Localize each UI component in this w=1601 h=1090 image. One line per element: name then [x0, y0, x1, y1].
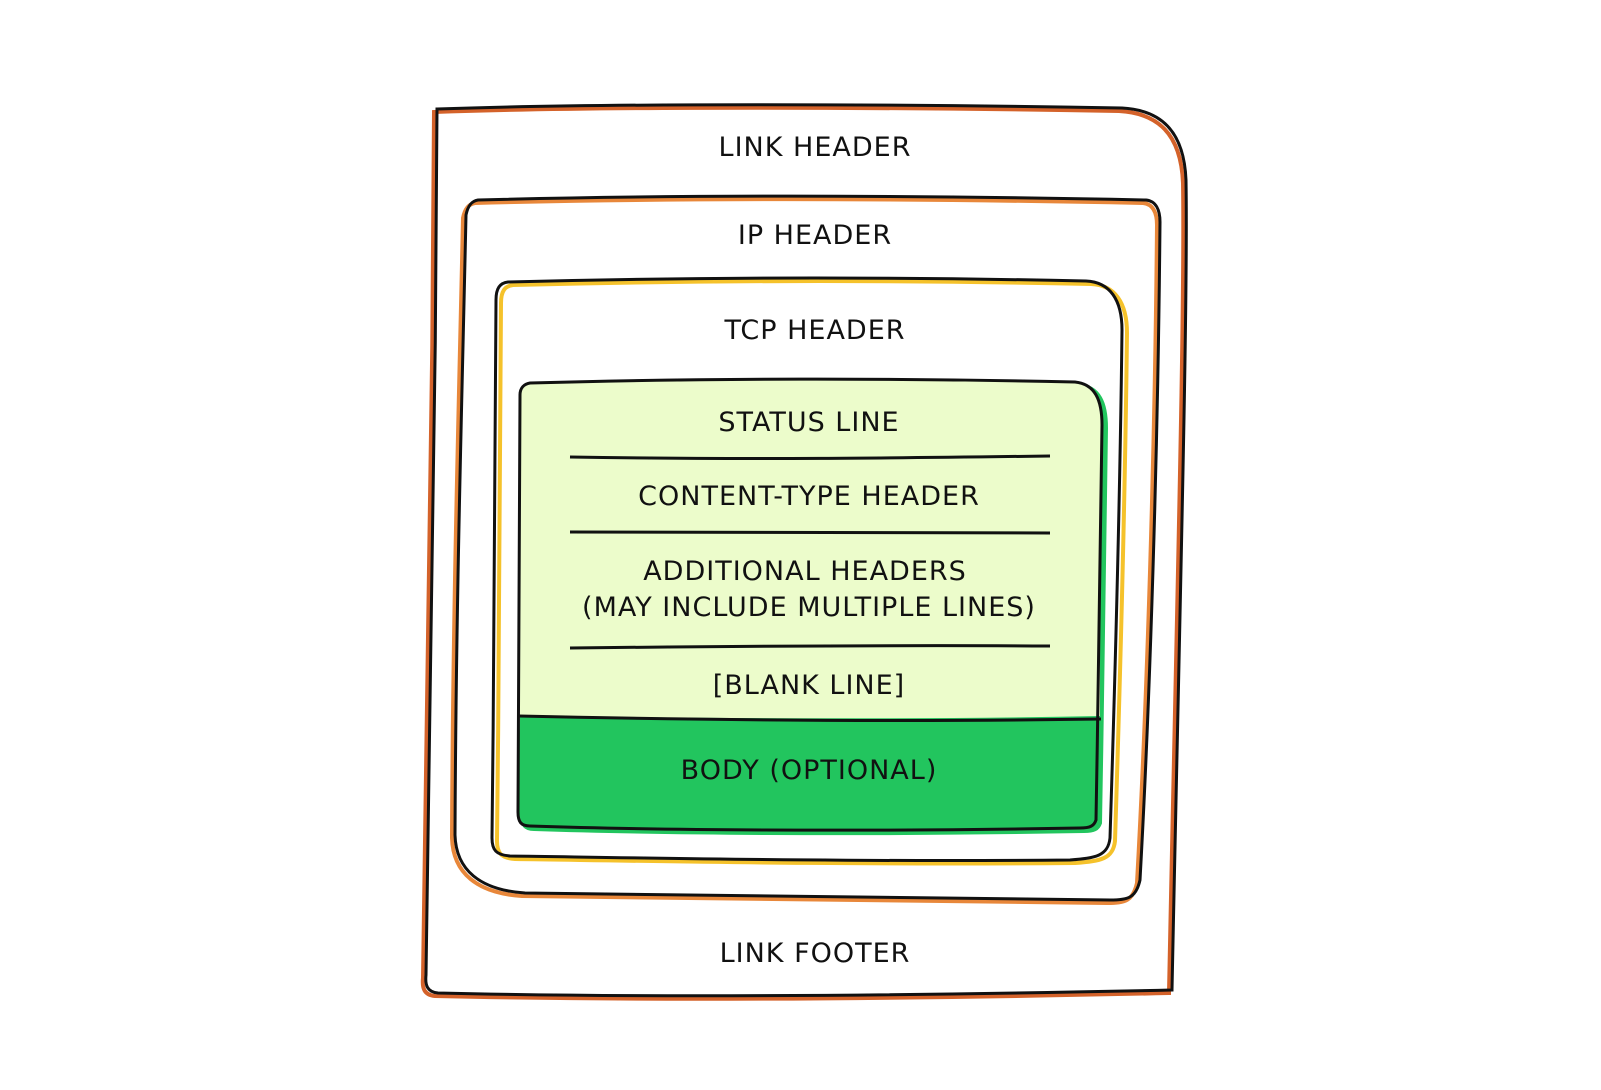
row-divider: [569, 454, 1051, 461]
link-header-label: LINK HEADER: [719, 132, 912, 163]
content-type-header-label: CONTENT-TYPE HEADER: [638, 481, 980, 512]
ip-header-label: IP HEADER: [738, 220, 892, 251]
http-message-box: [516, 377, 1109, 836]
additional-headers-note: (MAY INCLUDE MULTIPLE LINES): [582, 592, 1036, 623]
status-line-label: STATUS LINE: [718, 407, 899, 438]
additional-headers-label: ADDITIONAL HEADERS: [643, 556, 967, 587]
body-label: BODY (OPTIONAL): [681, 755, 938, 786]
row-divider: [569, 644, 1051, 650]
blank-line-label: [BLANK LINE]: [713, 670, 905, 701]
tcp-header-label: TCP HEADER: [723, 315, 905, 346]
body-divider: [518, 714, 1102, 722]
link-footer-label: LINK FOOTER: [720, 938, 911, 969]
body-section: [518, 716, 1100, 831]
row-divider: [569, 530, 1051, 535]
